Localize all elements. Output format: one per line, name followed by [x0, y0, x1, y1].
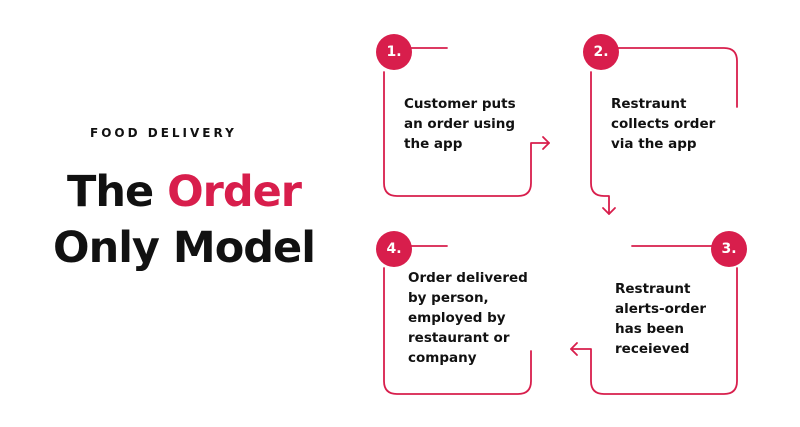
- step-4-line: employed by: [408, 310, 506, 326]
- step-4-line: Order delivered: [408, 270, 528, 286]
- page-title: The Order Only Model: [34, 164, 334, 276]
- arrow-3-to-4-icon: [570, 342, 578, 356]
- step-4-text: Order delivered by person, employed by r…: [408, 268, 528, 368]
- step-1-line: an order using: [404, 116, 516, 132]
- arrow-2-to-3-icon: [602, 207, 616, 215]
- step-4-line: company: [408, 350, 477, 366]
- step-1-line: Customer puts: [404, 96, 516, 112]
- step-3-line: has been: [615, 321, 685, 337]
- eyebrow-label: FOOD DELIVERY: [90, 126, 237, 140]
- step-2-line: via the app: [611, 136, 697, 152]
- title-line-2: Only Model: [53, 223, 316, 273]
- step-2-line: collects order: [611, 116, 716, 132]
- step-3-line: alerts-order: [615, 301, 707, 317]
- title-accent-word: Order: [167, 167, 302, 217]
- step-3-badge: 3.: [711, 231, 747, 267]
- arrow-1-to-2-icon: [542, 136, 550, 150]
- step-1-text: Customer puts an order using the app: [404, 94, 516, 154]
- step-2-frame: [590, 47, 738, 215]
- step-3-text: Restraunt alerts-order has been receieve…: [615, 279, 706, 359]
- step-4-line: by person,: [408, 290, 489, 306]
- step-1-frame: [383, 47, 550, 197]
- step-3-line: Restraunt: [615, 281, 691, 297]
- step-3-line: receieved: [615, 341, 690, 357]
- step-4-frame: [383, 245, 532, 395]
- step-4-line: restaurant or: [408, 330, 510, 346]
- step-4-badge: 4.: [376, 231, 412, 267]
- title-line-1: The Order: [34, 164, 334, 220]
- step-1-badge: 1.: [376, 34, 412, 70]
- step-2-line: Restraunt: [611, 96, 687, 112]
- step-1-line: the app: [404, 136, 463, 152]
- title-prefix: The: [67, 167, 168, 217]
- step-2-text: Restraunt collects order via the app: [611, 94, 715, 154]
- step-2-badge: 2.: [583, 34, 619, 70]
- step-3-frame: [570, 245, 738, 395]
